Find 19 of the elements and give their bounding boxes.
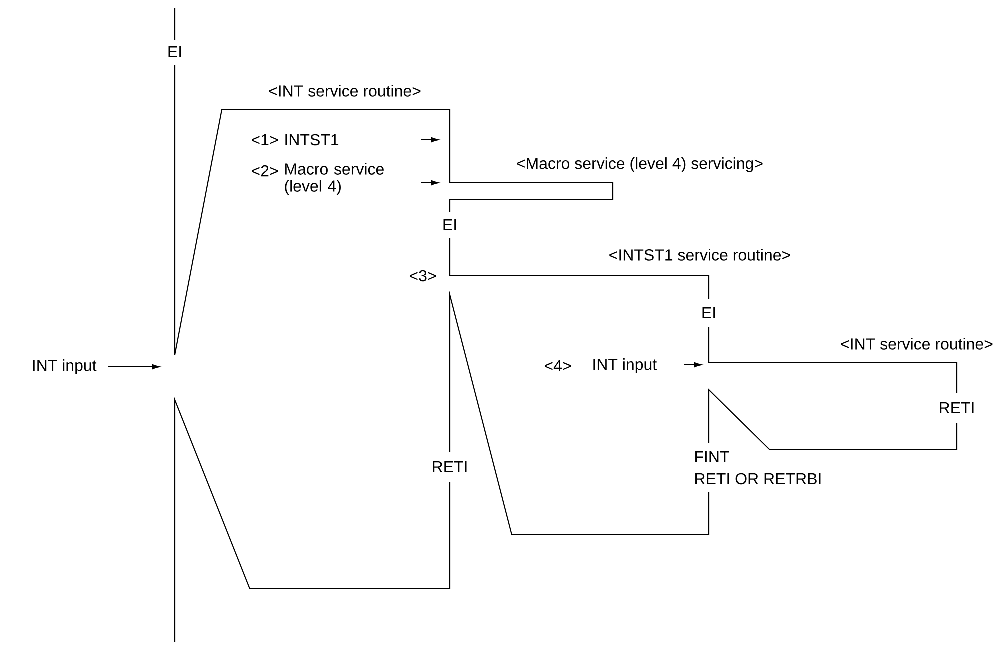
timing-label: EI [444,219,456,230]
timing-label: <INT service routine> [841,338,993,350]
timing-label: RETI [433,461,467,472]
timing-label: INT input [33,360,97,374]
timing-label: EI [168,46,182,58]
timing-label: INT input [594,358,657,374]
timing-label: RETI OR RETRBI [696,473,821,485]
timing-label: <4> [545,360,572,372]
timing-label: <INTST1 service routine> [610,249,790,261]
timing-label: FINT [696,451,730,462]
timing-label: <INT service routine> [269,85,421,97]
timing-label: EI [702,307,716,318]
timing-label: <1> [252,134,278,146]
timing-label: <2> [252,165,278,177]
timing-label: <3> [410,270,436,282]
timing-label: <Macro service (level 4) servicing> [517,158,763,172]
timing-label: INTST1 [286,134,339,146]
timing-label: RETI [940,402,974,414]
timing-label: Macro service (level 4) [285,163,384,196]
